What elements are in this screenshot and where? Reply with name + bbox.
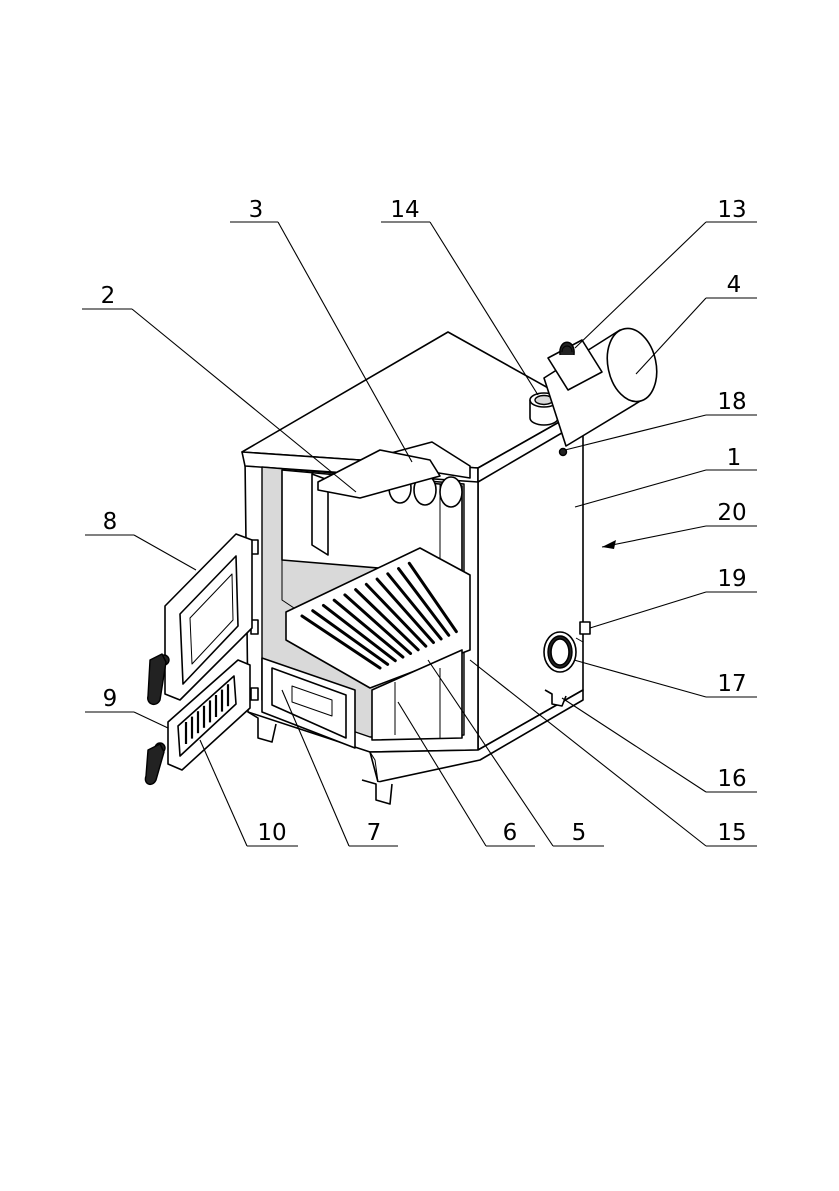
callout-1: 1	[575, 445, 757, 507]
svg-text:13: 13	[717, 197, 746, 223]
boiler-body	[242, 324, 663, 804]
svg-text:3: 3	[249, 197, 264, 223]
callout-20: 20	[602, 500, 757, 549]
callout-10: 10	[200, 740, 298, 846]
svg-text:17: 17	[717, 671, 746, 697]
callout-8: 8	[85, 509, 196, 570]
svg-text:19: 19	[717, 566, 746, 592]
svg-text:14: 14	[390, 197, 419, 223]
svg-text:10: 10	[257, 820, 286, 846]
svg-text:5: 5	[572, 820, 587, 846]
callout-19: 19	[590, 566, 757, 628]
svg-text:7: 7	[367, 820, 382, 846]
callout-17: 17	[574, 660, 757, 697]
flue-pipe	[544, 324, 663, 446]
svg-text:18: 18	[717, 389, 746, 415]
svg-text:2: 2	[101, 283, 116, 309]
svg-text:6: 6	[503, 820, 518, 846]
svg-text:1: 1	[727, 445, 742, 471]
svg-text:15: 15	[717, 820, 746, 846]
svg-text:16: 16	[717, 766, 746, 792]
svg-text:20: 20	[717, 500, 746, 526]
svg-text:9: 9	[103, 686, 118, 712]
callout-16: 16	[562, 698, 757, 792]
svg-text:4: 4	[727, 272, 742, 298]
svg-text:8: 8	[103, 509, 118, 535]
